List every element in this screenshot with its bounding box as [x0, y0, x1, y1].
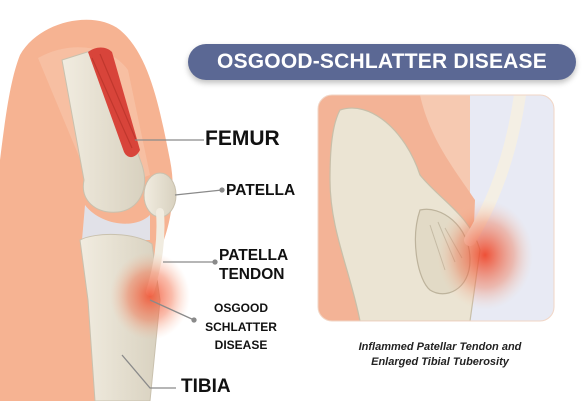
label-tibia: TIBIA [181, 377, 231, 397]
label-patella-tendon: PATELLA TENDON [219, 246, 288, 285]
label-osgood-line1: OSGOOD [196, 299, 286, 318]
patella-leader [175, 190, 222, 195]
label-osgood-line3: DISEASE [196, 336, 286, 355]
inset-inflammation [437, 200, 533, 310]
label-patella-tendon-line2: TENDON [219, 265, 288, 284]
inflammation-area [110, 252, 190, 340]
label-patella-tendon-line1: PATELLA [219, 246, 288, 265]
page-title: OSGOOD-SCHLATTER DISEASE [217, 50, 547, 74]
label-patella: PATELLA [226, 183, 295, 199]
inset-closeup [318, 95, 554, 321]
inset-caption: Inflammed Patellar Tendon and Enlarged T… [300, 340, 580, 371]
label-osgood-line2: SCHLATTER [196, 318, 286, 337]
label-femur: FEMUR [205, 128, 280, 150]
title-banner: OSGOOD-SCHLATTER DISEASE [188, 44, 576, 80]
caption-line2: Enlarged Tibial Tuberosity [300, 355, 580, 370]
caption-line1: Inflammed Patellar Tendon and [300, 340, 580, 355]
leg-side-view [0, 20, 190, 401]
label-osgood-schlatter: OSGOOD SCHLATTER DISEASE [196, 299, 286, 355]
